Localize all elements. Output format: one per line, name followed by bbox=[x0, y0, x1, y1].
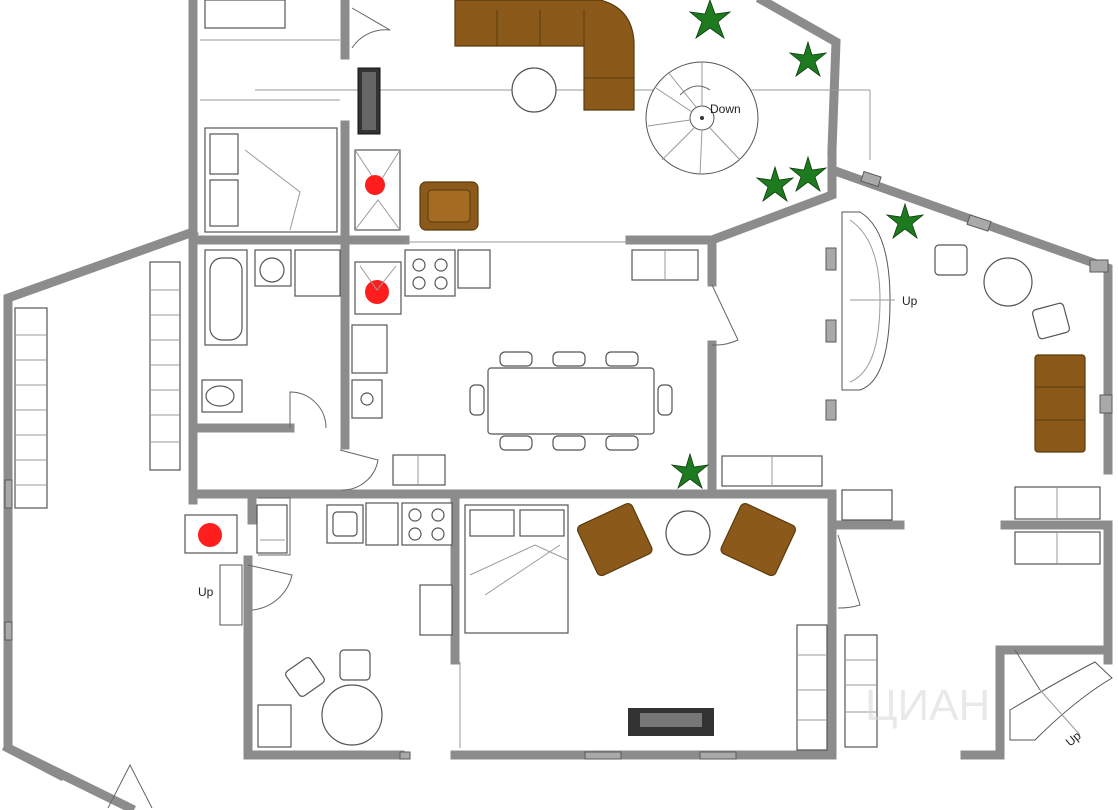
stair-up-right-label: Up bbox=[902, 294, 918, 308]
sofa-icon bbox=[454, 0, 635, 111]
kitchen-top bbox=[351, 249, 739, 486]
bottom-left-room: Up bbox=[198, 502, 453, 748]
sofa-icon-2 bbox=[1034, 354, 1086, 453]
tv-icon-top bbox=[357, 67, 381, 135]
plant-icon bbox=[688, 0, 732, 40]
tv-icon bbox=[628, 708, 714, 736]
armchair-icon-3 bbox=[720, 502, 796, 577]
plant-icon bbox=[670, 452, 710, 490]
plant-icon bbox=[788, 155, 828, 193]
left-wardrobes bbox=[14, 261, 181, 509]
fireplace-icon-3 bbox=[184, 514, 238, 554]
stair-up-bottom-right-label: Up bbox=[1063, 728, 1084, 749]
bathroom bbox=[201, 249, 379, 491]
fireplace-icon-2 bbox=[354, 261, 402, 315]
dining-table-icon bbox=[469, 351, 673, 451]
stove-icon-2 bbox=[401, 502, 453, 546]
stair-up-bottom-right bbox=[1009, 661, 1113, 741]
spiral-stair-icon: Down bbox=[645, 61, 759, 175]
stair-up-left-label: Up bbox=[198, 585, 214, 599]
plant-icon bbox=[755, 165, 795, 203]
windows bbox=[4, 170, 1113, 760]
toilet-icon bbox=[201, 379, 243, 413]
plant-icon bbox=[885, 202, 925, 240]
plants bbox=[670, 0, 925, 490]
fireplace-icon bbox=[354, 149, 401, 231]
armchair-icon-2 bbox=[577, 502, 653, 577]
bottom-bedroom bbox=[464, 502, 828, 751]
stove-icon bbox=[404, 249, 456, 297]
watermark: ЦИАН bbox=[865, 681, 990, 730]
right-lounge: Up bbox=[721, 211, 1086, 487]
stair-down-label: Down bbox=[710, 102, 741, 116]
top-left-bedroom bbox=[204, 0, 391, 233]
top-living bbox=[419, 0, 635, 231]
plant-icon bbox=[788, 40, 828, 78]
door-icon bbox=[107, 497, 291, 809]
stair-up-right bbox=[841, 211, 891, 391]
